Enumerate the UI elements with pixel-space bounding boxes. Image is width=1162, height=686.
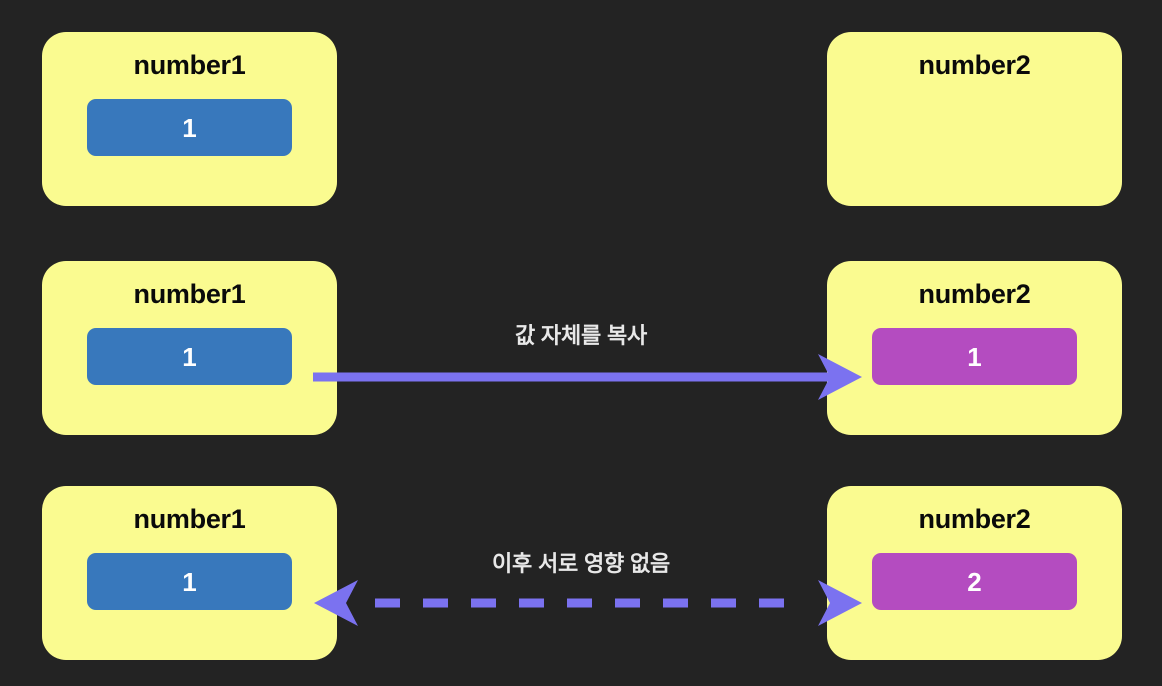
value-chip: 2 — [872, 553, 1077, 611]
card-title: number2 — [918, 504, 1031, 534]
variable-card-number2-independent: number2 2 — [827, 486, 1122, 660]
edge-label-copy: 값 자체를 복사 — [514, 323, 648, 348]
variable-card-number2-copy: number2 1 — [827, 261, 1122, 435]
arrow-independent-dashed-bidirectional — [300, 578, 862, 628]
card-title: number1 — [133, 279, 246, 309]
value-chip: 1 — [87, 553, 292, 611]
card-title: number1 — [133, 504, 246, 534]
value-chip: 1 — [87, 328, 292, 386]
edge-label-independent: 이후 서로 영향 없음 — [491, 551, 671, 576]
value-chip: 1 — [872, 328, 1077, 386]
variable-card-number2-initial: number2 — [827, 32, 1122, 206]
variable-card-number1-independent: number1 1 — [42, 486, 337, 660]
variable-card-number1-initial: number1 1 — [42, 32, 337, 206]
card-title: number2 — [918, 50, 1031, 80]
card-title: number1 — [133, 50, 246, 80]
value-chip: 1 — [87, 99, 292, 157]
card-title: number2 — [918, 279, 1031, 309]
variable-card-number1-copy: number1 1 — [42, 261, 337, 435]
arrow-copy-solid-right — [300, 352, 862, 402]
